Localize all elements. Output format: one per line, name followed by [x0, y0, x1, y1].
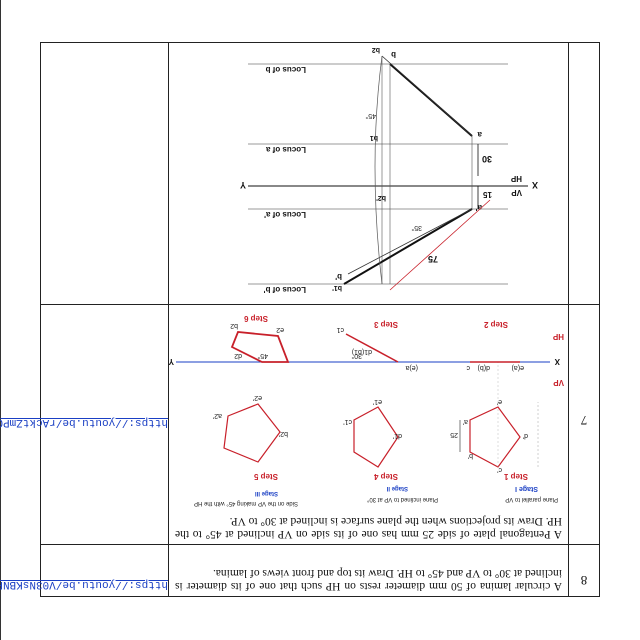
top-view-step2: e(a) d(b) c	[466, 361, 524, 371]
angle-label: 35°	[411, 224, 422, 232]
angle-label: 45°	[257, 352, 268, 360]
vp-label: VP	[511, 188, 522, 197]
dimension-label: 25	[450, 431, 458, 438]
locus-label: Locus of b	[265, 65, 306, 74]
point-label: b2'	[279, 430, 288, 437]
page-left-edge	[0, 0, 1, 640]
point-label: d1'	[393, 432, 402, 439]
stage-label: Stage I	[515, 485, 538, 492]
point-label: e1'	[373, 398, 382, 405]
figure-cell: X Y VP HP Locus of b Locus of a Locus of…	[168, 42, 569, 305]
stage-label: Stage III	[255, 490, 278, 496]
point-label: c1	[337, 326, 345, 333]
point-label: d2	[234, 352, 242, 359]
step-label: Step 6	[243, 314, 268, 323]
point-label: b1	[370, 134, 378, 141]
angle-label: 45°	[365, 112, 376, 120]
x-label: X	[532, 180, 538, 190]
pentagon-figure: Plane parallel to VP Plane inclined to V…	[168, 314, 564, 506]
point-label: e(a)	[512, 364, 524, 371]
locus-label: Locus of a	[265, 145, 306, 154]
question-cell: A circular lamina of 50 mm diameter rest…	[168, 544, 569, 597]
point-label: a'	[476, 203, 482, 212]
point-label: d(b)	[478, 364, 490, 371]
point-label: c1'	[343, 418, 352, 425]
point-label: c'	[497, 466, 502, 473]
sno-cell: 7	[568, 304, 600, 545]
point-label: (e)a	[405, 364, 418, 371]
link-cell: https://youtu.be/V03NsKBNFqk	[0, 544, 169, 597]
step-label: Step 1	[503, 472, 528, 481]
point-label: b2	[372, 46, 380, 53]
step-label: Step 2	[483, 320, 508, 329]
questions-table: 8 A circular lamina of 50 mm diameter re…	[0, 42, 600, 597]
locus-label: Locus of b'	[264, 285, 306, 294]
angle-label: 30°	[351, 352, 362, 360]
link-cell	[40, 42, 169, 305]
point-label: a	[477, 130, 482, 139]
video-link[interactable]: https://youtu.be/V03NsKBNFqk	[0, 578, 168, 590]
point-label: e2	[276, 326, 284, 333]
point-label: e2'	[253, 394, 262, 401]
point-label: a2'	[213, 412, 222, 419]
front-view-step1: a' b' c' d' e' 25	[450, 362, 539, 473]
question-text: A circular lamina of 50 mm diameter rest…	[175, 567, 562, 592]
question-cell: A Pentagonal plate of side 25 mm has one…	[168, 304, 569, 545]
dimension-label: 15	[483, 190, 492, 199]
y-label: Y	[240, 180, 246, 190]
x-label: X	[554, 357, 560, 366]
link-cell: https://youtu.be/rAcktZmPQM	[0, 304, 169, 545]
point-label: d'	[523, 432, 528, 439]
point-label: b'	[468, 452, 473, 459]
table-row: 7 A Pentagonal plate of side 25 mm has o…	[0, 304, 600, 545]
point-label: e'	[497, 398, 502, 405]
step-label: Step 3	[373, 320, 398, 329]
line-projection-figure: X Y VP HP Locus of b Locus of a Locus of…	[240, 46, 538, 294]
sno-cell: 8	[568, 544, 600, 597]
dimension-label: 75	[428, 254, 438, 264]
top-view-step6: d2 45° e2 b2	[230, 322, 290, 363]
point-label: b2	[230, 322, 238, 329]
point-label: c	[466, 364, 470, 371]
top-view-step3: (e)a d1(b1) c1 30°	[337, 326, 419, 371]
front-view-step4: c1' d1' e1'	[343, 398, 402, 468]
stage-label: Stage II	[386, 485, 408, 491]
dimension-label: 30	[482, 154, 492, 164]
stage-note: Plane inclined to VP at 30°	[366, 496, 438, 502]
hp-label: HP	[552, 332, 564, 341]
video-link[interactable]: https://youtu.be/rAcktZmPQM	[0, 416, 168, 428]
y-label: Y	[168, 357, 174, 366]
point-label: a'	[463, 418, 468, 425]
table-row: 8 A circular lamina of 50 mm diameter re…	[0, 544, 600, 597]
stage-note: Side on the VP making 45° with the HP	[194, 500, 298, 506]
table-row: X Y VP HP Locus of b Locus of a Locus of…	[40, 42, 600, 305]
question-text: A Pentagonal plate of side 25 mm has one…	[175, 515, 562, 540]
step-label: Step 5	[253, 472, 278, 481]
vp-label: VP	[553, 378, 564, 387]
point-label: b1'	[332, 284, 342, 291]
front-view-step5: a2' b2' e2'	[213, 394, 288, 463]
sno-cell	[568, 42, 600, 305]
hp-label: HP	[510, 174, 522, 183]
locus-label: Locus of a'	[264, 210, 306, 219]
stage-note: Plane parallel to VP	[505, 496, 558, 502]
point-label: b	[391, 50, 396, 59]
step-label: Step 4	[373, 472, 398, 481]
point-label: b'	[335, 272, 342, 281]
point-label: d1(b1)	[352, 348, 372, 355]
point-label: b2'	[376, 194, 386, 201]
